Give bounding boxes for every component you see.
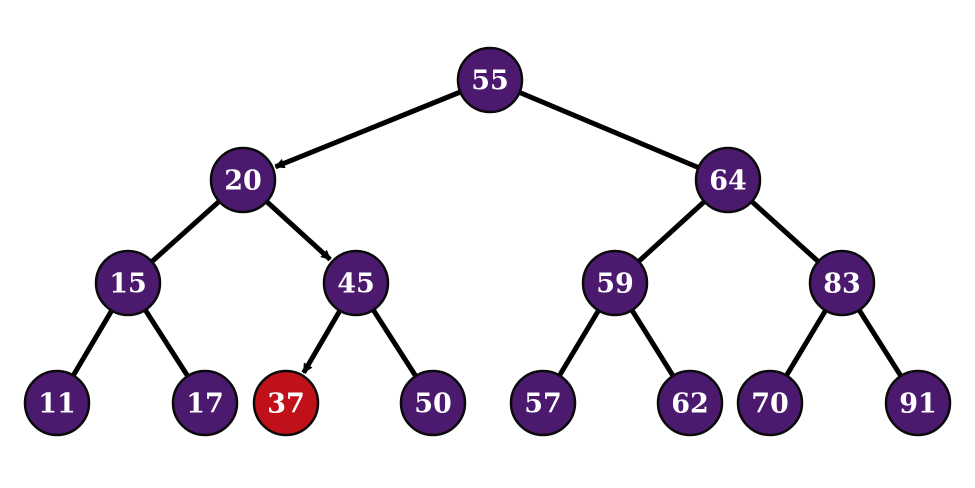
node-circle xyxy=(322,249,390,317)
node-circle xyxy=(694,146,762,214)
node-circle xyxy=(581,249,649,317)
highlighted-node-circle xyxy=(252,369,320,437)
tree-node-11: 11 xyxy=(23,369,91,437)
tree-node-20: 20 xyxy=(209,146,277,214)
node-label: 83 xyxy=(823,269,861,300)
node-label: 70 xyxy=(751,389,789,420)
edges-layer xyxy=(54,77,921,405)
node-label: 45 xyxy=(337,269,375,300)
tree-node-15: 15 xyxy=(94,249,162,317)
node-circle xyxy=(808,249,876,317)
node-circle xyxy=(736,369,804,437)
tree-node-64: 64 xyxy=(694,146,762,214)
node-circle xyxy=(509,369,577,437)
node-circle xyxy=(656,369,724,437)
node-label: 57 xyxy=(524,389,562,420)
tree-node-37: 37 xyxy=(252,369,320,437)
node-circle xyxy=(456,46,524,114)
node-label: 37 xyxy=(267,389,305,420)
node-label: 91 xyxy=(899,389,937,420)
tree-node-62: 62 xyxy=(656,369,724,437)
node-circle xyxy=(23,369,91,437)
edge-55-20-arrow xyxy=(274,77,491,170)
tree-node-83: 83 xyxy=(808,249,876,317)
node-circle xyxy=(884,369,952,437)
node-label: 20 xyxy=(224,166,262,197)
node-circle xyxy=(399,369,467,437)
node-circle xyxy=(209,146,277,214)
tree-node-55: 55 xyxy=(456,46,524,114)
node-label: 62 xyxy=(671,389,709,420)
node-label: 50 xyxy=(414,389,452,420)
tree-node-59: 59 xyxy=(581,249,649,317)
tree-node-17: 17 xyxy=(171,369,239,437)
nodes-layer: 55 20 64 15 45 59 83 11 17 37 50 57 62 70 91 xyxy=(23,46,952,437)
node-circle xyxy=(94,249,162,317)
tree-node-91: 91 xyxy=(884,369,952,437)
node-label: 55 xyxy=(471,66,509,97)
node-label: 11 xyxy=(38,389,76,420)
tree-node-57: 57 xyxy=(509,369,577,437)
node-circle xyxy=(171,369,239,437)
node-label: 64 xyxy=(709,166,747,197)
node-label: 17 xyxy=(186,389,224,420)
tree-node-45: 45 xyxy=(322,249,390,317)
node-label: 59 xyxy=(596,269,634,300)
tree-node-70: 70 xyxy=(736,369,804,437)
edge-55-64 xyxy=(489,77,729,183)
node-label: 15 xyxy=(109,269,147,300)
tree-node-50: 50 xyxy=(399,369,467,437)
